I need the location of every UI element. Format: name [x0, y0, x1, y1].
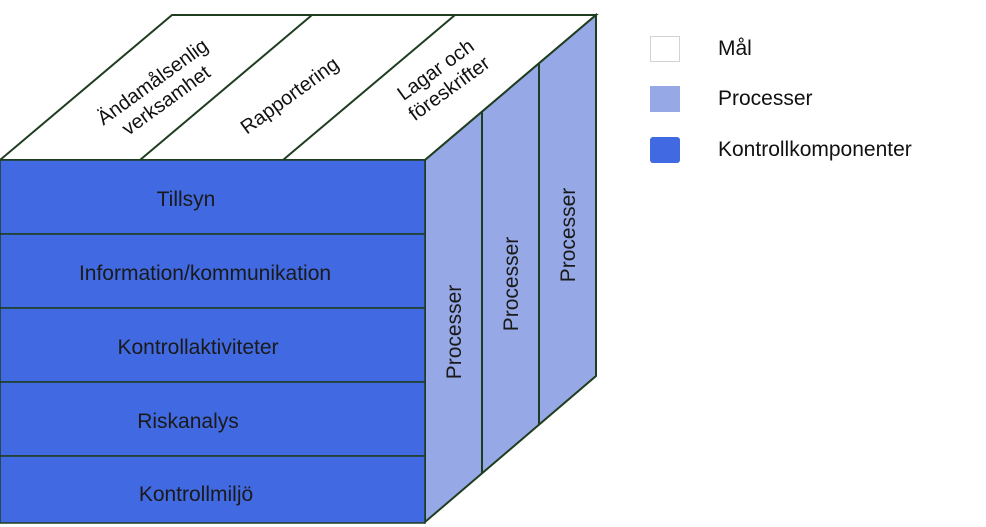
legend-label-mal: Mål — [718, 37, 752, 60]
side-label-processer-2: Processer — [500, 237, 523, 332]
legend-swatch-kontrollkomponenter — [650, 137, 680, 163]
cube-diagram: Tillsyn Information/kommunikation Kontro… — [0, 12, 599, 525]
front-row-label-information: Information/kommunikation — [79, 262, 331, 285]
legend-item-mal: Mål — [648, 34, 986, 64]
legend-label-kontrollkomponenter: Kontrollkomponenter — [718, 138, 912, 161]
legend-item-processer: Processer — [648, 84, 986, 114]
side-label-processer-3: Processer — [557, 188, 580, 283]
top-divider-2 — [282, 14, 456, 161]
legend-label-processer: Processer — [718, 87, 813, 110]
front-row-bg-5 — [0, 455, 426, 524]
legend-swatch-mal — [650, 36, 680, 62]
front-row-bg-1 — [0, 159, 426, 235]
front-row-label-tillsyn: Tillsyn — [157, 188, 216, 211]
front-row-bg-4 — [0, 381, 426, 457]
top-divider-1 — [139, 14, 313, 161]
side-label-processer-1: Processer — [443, 285, 466, 380]
legend-item-kontrollkomponenter: Kontrollkomponenter — [648, 135, 986, 165]
front-row-label-kontrollaktiviteter: Kontrollaktiviteter — [117, 336, 278, 359]
front-row-bg-2 — [0, 233, 426, 309]
legend-swatch-processer — [650, 86, 680, 112]
front-row-bg-3 — [0, 307, 426, 383]
front-row-label-riskanalys: Riskanalys — [137, 410, 239, 433]
front-row-label-kontrollmiljo: Kontrollmiljö — [139, 483, 253, 506]
